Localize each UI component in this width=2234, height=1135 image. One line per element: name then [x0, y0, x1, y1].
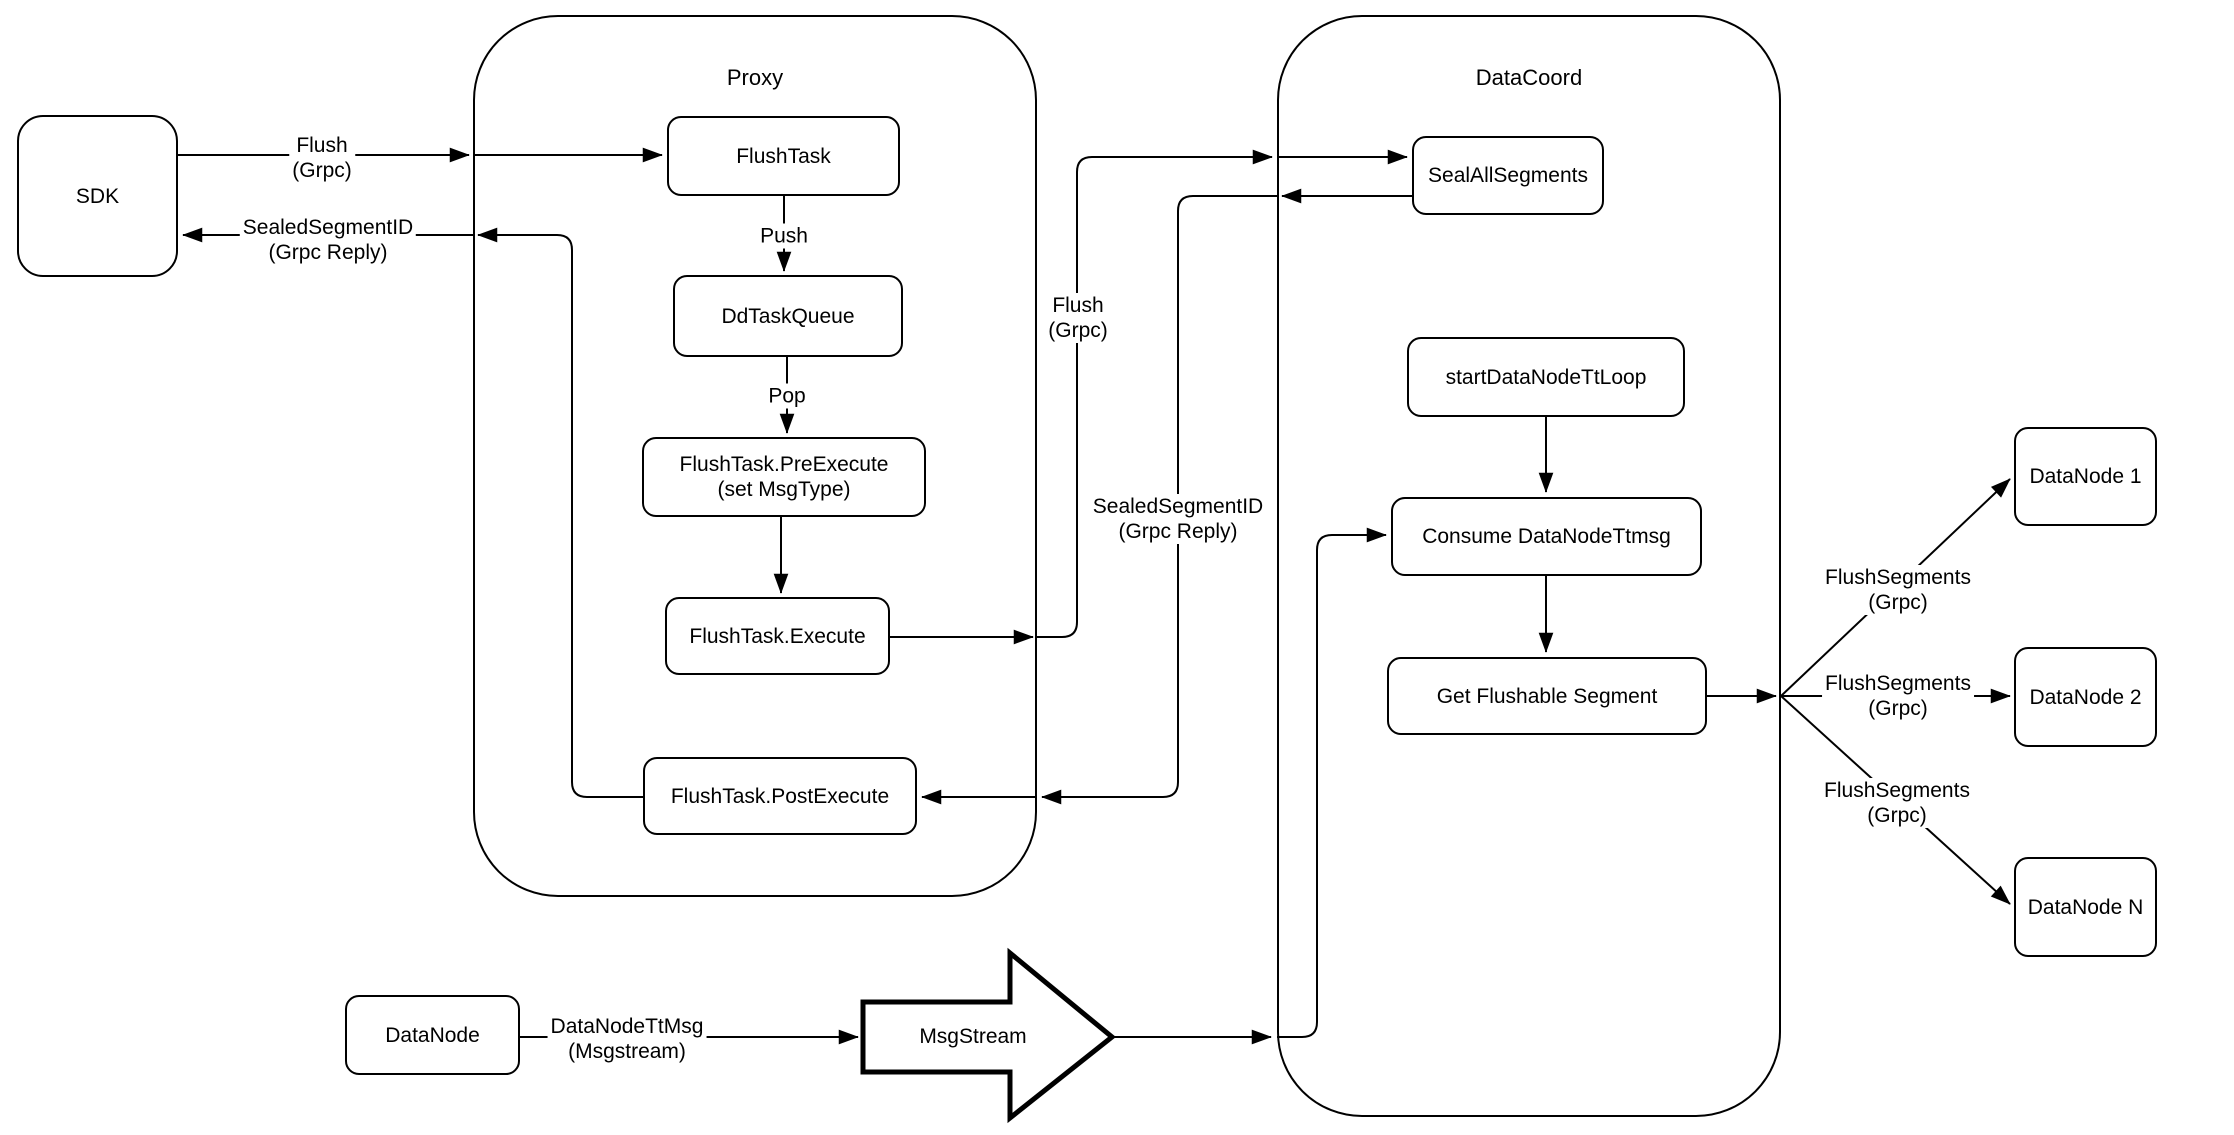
edge-label-flushsegments-1: FlushSegments (Grpc): [1822, 565, 1974, 615]
msgstream-arrow-shape: [860, 947, 1116, 1124]
node-consume-datanodettmsg: Consume DataNodeTtmsg: [1391, 497, 1702, 576]
edge-datacoord-to-consume: [1277, 527, 1387, 1038]
node-get-flushable-segment: Get Flushable Segment: [1387, 657, 1707, 735]
node-datanode: DataNode: [345, 995, 520, 1075]
node-flushtask-execute: FlushTask.Execute: [665, 597, 890, 675]
node-flushtask-preexecute: FlushTask.PreExecute (set MsgType): [642, 437, 926, 517]
proxy-container: [473, 15, 1037, 897]
node-datanode-2: DataNode 2: [2014, 647, 2157, 747]
edge-label-push: Push: [757, 223, 811, 249]
node-sdk: SDK: [17, 115, 178, 277]
edge-flush-proxy-to-datacoord: [1037, 149, 1273, 638]
node-flushtask-postexecute: FlushTask.PostExecute: [643, 757, 917, 835]
edge-label-flush-grpc-sdk: Flush (Grpc): [289, 133, 355, 183]
node-ddtaskqueue: DdTaskQueue: [673, 275, 903, 357]
datacoord-title: DataCoord: [1475, 65, 1583, 90]
edge-label-sealedsegmentid-mid: SealedSegmentID (Grpc Reply): [1089, 494, 1267, 544]
proxy-title: Proxy: [726, 65, 784, 90]
node-label: FlushTask.PreExecute (set MsgType): [679, 453, 889, 501]
node-datanode-1: DataNode 1: [2014, 427, 2157, 526]
edge-reply-postexecute-to-proxy-border: [477, 227, 643, 798]
node-sealallsegments: SealAllSegments: [1412, 136, 1604, 215]
edge-label-pop: Pop: [765, 383, 809, 409]
edge-label-flush-grpc-mid: Flush (Grpc): [1045, 293, 1111, 343]
msgstream-label: MsgStream: [919, 1025, 1027, 1048]
edge-label-flushsegments-2: FlushSegments (Grpc): [1822, 671, 1974, 721]
node-datanode-n: DataNode N: [2014, 857, 2157, 957]
node-startdatanodettloop: startDataNodeTtLoop: [1407, 337, 1685, 417]
edge-label-sealedsegmentid-sdk: SealedSegmentID (Grpc Reply): [239, 215, 417, 265]
edge-label-flushsegments-3: FlushSegments (Grpc): [1821, 778, 1973, 828]
node-flushtask: FlushTask: [667, 116, 900, 196]
datacoord-container: [1277, 15, 1781, 1117]
edge-label-datanodettmsg: DataNodeTtMsg (Msgstream): [547, 1014, 707, 1064]
